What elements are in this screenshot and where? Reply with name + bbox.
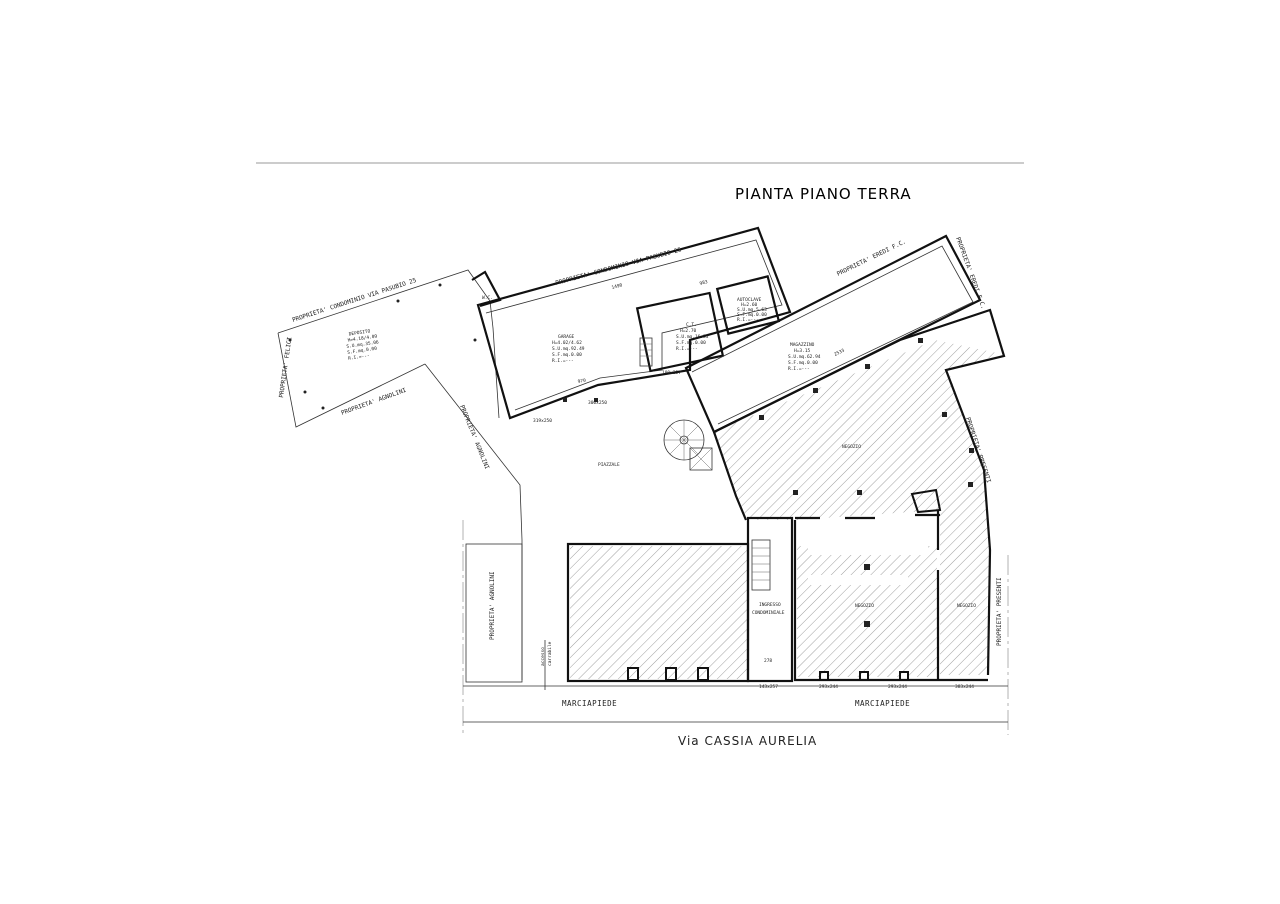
svg-text:C.T.: C.T. — [686, 322, 697, 328]
dimension-label: 100x257 — [662, 370, 681, 376]
svg-text:AUTOCLAVE: AUTOCLAVE — [737, 297, 762, 303]
dimension-label: 293x244 — [888, 684, 907, 690]
deposito-dots — [288, 283, 477, 410]
sidewalk-label: MARCIAPIEDE — [562, 699, 617, 708]
neighbour-label: PROPRIETA' PRESENTI — [996, 577, 1003, 646]
accesso-label: accesso — [541, 647, 546, 666]
svg-text:S.F.mq.0.00: S.F.mq.0.00 — [347, 346, 378, 356]
magazzino-inner — [691, 245, 974, 425]
svg-text:S.F.mq.0.00: S.F.mq.0.00 — [788, 360, 818, 366]
svg-text:S.F.mq.0.00: S.F.mq.0.00 — [737, 312, 767, 318]
magazzino-label: MAGAZZINO H=3.15 S.U.mq.62.94 S.F.mq.0.0… — [788, 342, 821, 372]
light-stripe — [808, 545, 928, 555]
svg-text:R.I.=---: R.I.=--- — [788, 366, 810, 372]
mid-shop-walls — [793, 520, 988, 682]
deposito-label: DEPOSITO H=4.18/4.09 S.U.mq.35.06 S.F.mq… — [346, 328, 379, 362]
negozio-hatch-area — [713, 340, 1002, 675]
deposito-lower-boundary — [277, 332, 426, 428]
svg-text:S.U.mq.5.63: S.U.mq.5.63 — [737, 307, 767, 313]
pillars — [563, 338, 974, 627]
column-block — [910, 488, 942, 514]
svg-text:S.F.mq.0.00: S.F.mq.0.00 — [676, 340, 706, 346]
dimension-label: 983 — [699, 279, 709, 287]
piazzale-label: PIAZZALE — [598, 462, 620, 468]
wc-label: W.C. — [482, 295, 493, 301]
svg-text:S.U.mq.92.49: S.U.mq.92.49 — [552, 346, 585, 352]
negozio-outer-wall — [713, 308, 1006, 676]
sidewalk-label: MARCIAPIEDE — [855, 699, 910, 708]
svg-text:S.U.mq.16.53: S.U.mq.16.53 — [676, 334, 709, 340]
dimension-label: 319x250 — [533, 418, 552, 424]
dimension-label: 278 — [764, 658, 772, 664]
garage-walls — [476, 226, 792, 420]
drawing-title: PIANTA PIANO TERRA — [735, 185, 912, 203]
left-shop-hatch — [570, 546, 747, 679]
svg-text:H=2.60: H=2.60 — [741, 302, 758, 308]
neighbour-label: PROPRIETA' CONDOMINIO VIA PASUBIO 25 — [555, 246, 683, 287]
svg-text:S.U.mq.62.94: S.U.mq.62.94 — [788, 354, 821, 360]
dimension-label: 143x257 — [759, 684, 778, 690]
autoclave-label: AUTOCLAVE H=2.60 S.U.mq.5.63 S.F.mq.0.00… — [737, 297, 767, 323]
svg-text:R.I.=---: R.I.=--- — [676, 346, 698, 352]
neighbour-label: PROPRIETA' AGNOLINI — [340, 387, 407, 417]
ingresso-label: INGRESSO — [759, 602, 781, 608]
svg-text:H=4.18/4.09: H=4.18/4.09 — [347, 334, 378, 344]
garage-stair — [639, 337, 653, 367]
stair — [751, 539, 771, 591]
spiral-stair — [663, 419, 713, 471]
neighbour-label: PROPRIETA' AGNOLINI — [458, 404, 490, 471]
magazzino-walls — [684, 234, 982, 434]
dimension-label: 383x244 — [955, 684, 974, 690]
svg-text:R.I.=---: R.I.=--- — [552, 358, 574, 364]
agnolini-lower-strip — [465, 543, 523, 683]
svg-text:S.U.mq.35.06: S.U.mq.35.06 — [346, 339, 379, 350]
ct-label: C.T. H=2.70 S.U.mq.16.53 S.F.mq.0.00 R.I… — [676, 322, 709, 352]
svg-text:H=4.02/4.62: H=4.02/4.62 — [552, 340, 582, 346]
svg-text:H=3.15: H=3.15 — [794, 348, 811, 354]
ingresso-label: CONDOMINIALE — [752, 610, 785, 616]
autoclave-room — [715, 275, 781, 335]
dimension-label: 970 — [577, 378, 586, 385]
dimension-label: 1490 — [611, 282, 623, 291]
neighbour-label: PROPRIETA' AGNOLINI — [489, 571, 496, 640]
garage-label: GARAGE H=4.02/4.62 S.U.mq.92.49 S.F.mq.0… — [552, 334, 585, 364]
negozio-label: NEGOZIO — [855, 603, 874, 609]
negozio-label: NEGOZIO — [842, 444, 861, 450]
svg-text:R.I.=---: R.I.=--- — [348, 353, 370, 362]
svg-text:MAGAZZINO: MAGAZZINO — [790, 342, 815, 348]
wc-walls — [471, 270, 502, 308]
dimension-label: 300x250 — [588, 400, 607, 406]
garage-inner — [485, 239, 783, 411]
negozio-label: NEGOZIO — [957, 603, 976, 609]
light-stripe — [808, 575, 908, 585]
neighbour-label: PROPRIETA' EREDI F.C. — [836, 238, 907, 278]
ct-room — [635, 291, 725, 373]
svg-text:H=2.70: H=2.70 — [680, 328, 697, 334]
svg-text:DEPOSITO: DEPOSITO — [348, 328, 371, 337]
ingresso-walls — [746, 516, 794, 683]
neighbour-label: PROPRIETA' EREDI F.C. — [954, 236, 987, 310]
dimension-label: 2533 — [833, 348, 846, 358]
accesso-label: carrabile — [547, 641, 553, 666]
street-label: Via CASSIA AURELIA — [678, 734, 817, 748]
openings — [598, 543, 909, 681]
svg-text:GARAGE: GARAGE — [558, 334, 575, 340]
svg-text:S.F.mq.0.00: S.F.mq.0.00 — [552, 352, 582, 358]
svg-text:R.I.=---: R.I.=--- — [737, 317, 759, 323]
dimension-label: 293x244 — [819, 684, 838, 690]
negozio-west-wall — [712, 431, 748, 521]
